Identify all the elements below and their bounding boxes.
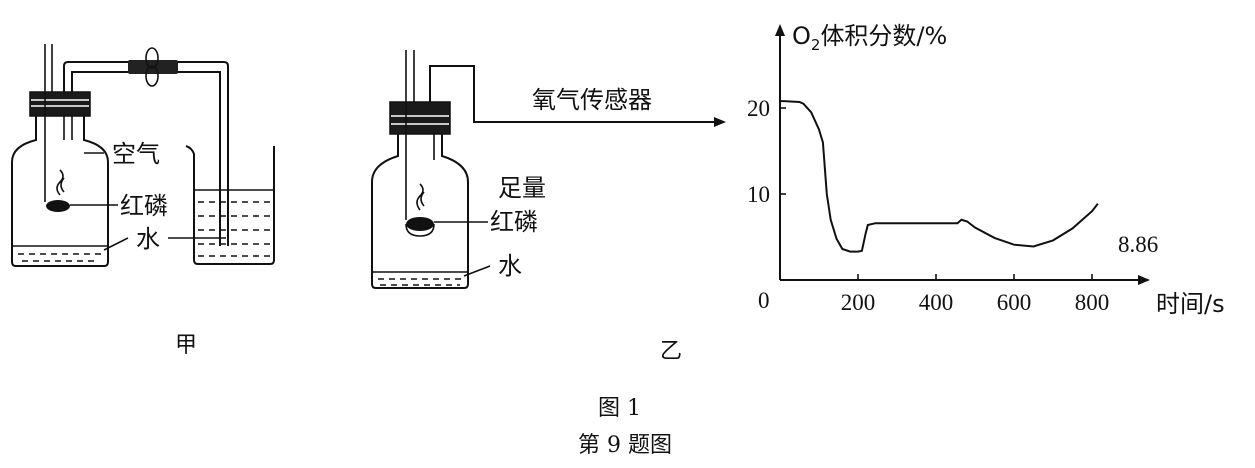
jia-smoke — [56, 169, 65, 196]
y-tick-label: 20 — [747, 96, 770, 121]
end-value-annotation: 8.86 — [1118, 232, 1158, 257]
jia-beaker — [185, 145, 275, 265]
yi-spoon — [406, 217, 434, 231]
jia-phosphorus-label: 红磷 — [120, 192, 168, 220]
x-axis-title: 时间/s — [1156, 290, 1225, 318]
figure-caption: 图 1 — [598, 396, 641, 421]
jia-air-label: 空气 — [112, 140, 160, 168]
y-tick-group: 10 20 — [747, 96, 786, 207]
x-tick-label: 600 — [997, 290, 1032, 315]
jia-stopper — [29, 91, 91, 117]
jia-flask — [11, 112, 109, 267]
apparatus-jia: 空气 红磷 水 甲 — [11, 44, 275, 358]
y-tick-label: 10 — [747, 182, 770, 207]
jia-caption: 甲 — [175, 333, 197, 358]
apparatus-yi: 氧气传感器 足量 红磷 水 乙 — [371, 50, 726, 364]
y-axis-title-subscript: 2 — [811, 36, 821, 54]
x-tick-label: 800 — [1075, 290, 1110, 315]
yi-flask — [371, 132, 469, 289]
y-axis-title-prefix: O — [792, 22, 811, 50]
x-tick-label: 200 — [841, 290, 876, 315]
jia-water-label: 水 — [136, 225, 160, 253]
yi-caption: 乙 — [660, 339, 682, 364]
y-axis-title: O2体积分数/% — [792, 22, 947, 54]
jia-clamp — [128, 47, 178, 87]
y-axis-title-suffix: 体积分数/% — [820, 22, 947, 50]
yi-phosphorus-label: 红磷 — [490, 208, 538, 236]
yi-amount-label: 足量 — [498, 174, 546, 202]
yi-sensor-label: 氧气传感器 — [532, 86, 652, 114]
origin-label: 0 — [758, 288, 770, 313]
yi-water-label: 水 — [498, 252, 522, 280]
oxygen-chart: O2体积分数/% 时间/s 0 200 400 600 800 10 20 8.86 — [747, 22, 1225, 318]
problem-caption: 第 9 题图 — [578, 433, 672, 458]
series-line — [780, 100, 1099, 253]
yi-stopper — [389, 101, 451, 135]
x-tick-group: 200 400 600 800 — [841, 274, 1110, 315]
x-tick-label: 400 — [919, 290, 954, 315]
yi-smoke — [416, 183, 425, 211]
yi-sensor-wire — [429, 65, 726, 127]
jia-spoon — [46, 200, 70, 212]
